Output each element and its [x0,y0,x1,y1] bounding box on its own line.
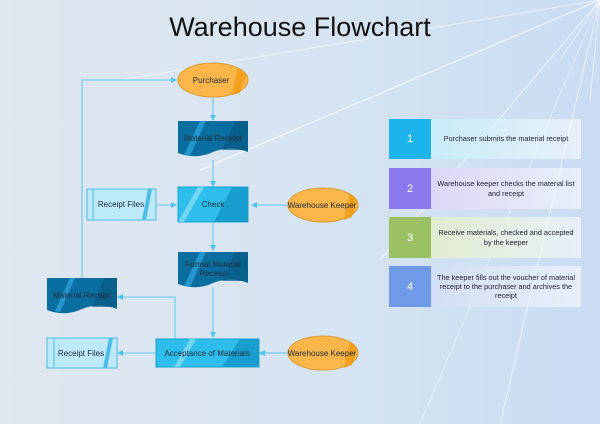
purchaser-label: Purchaser [193,76,230,85]
step-3: 3 Receive materials, checked and accepte… [389,217,581,258]
material-receipt-top-label: Material Receipt [184,134,243,143]
warehouse-keeper-top-label: Warehouse Keeper [288,201,357,210]
node-material-receipt-bottom[interactable]: Material Receipt [47,278,117,314]
connectors [81,77,288,356]
material-receipt-bottom-label: Material Receipt [53,291,112,300]
receipt-files-top-label: Receipt Files [98,200,144,209]
check-label: Check [202,200,226,209]
node-warehouse-keeper-bottom[interactable]: Warehouse Keeper [287,335,359,371]
node-acceptance-of-materials[interactable]: Acceptance of Materials [155,338,260,368]
warehouse-keeper-bottom-label: Warehouse Keeper [288,349,357,358]
step-3-text: Receive materials, checked and accepted … [431,217,581,258]
formal-material-receipt-label-2: Receipt [199,269,227,278]
node-purchaser[interactable]: Purchaser [177,62,249,98]
step-4: 4 The keeper fills out the voucher of ma… [389,266,581,307]
connector-loop-to-purchaser [81,77,177,280]
node-receipt-files-top[interactable]: Receipt Files [86,188,157,221]
node-warehouse-keeper-top[interactable]: Warehouse Keeper [287,187,359,223]
step-2: 2 Warehouse keeper checks the material l… [389,168,581,209]
step-1-number: 1 [389,119,431,159]
step-4-number: 4 [389,266,431,307]
acceptance-label: Acceptance of Materials [164,349,249,358]
step-2-text: Warehouse keeper checks the material lis… [431,168,581,209]
step-4-text: The keeper fills out the voucher of mate… [431,266,581,307]
formal-material-receipt-label-1: Formal Material [185,260,241,269]
step-1: 1 Purchaser submits the material receipt [389,119,581,159]
node-receipt-files-bottom[interactable]: Receipt Files [46,337,118,369]
receipt-files-bottom-label: Receipt Files [58,349,104,358]
node-material-receipt-top[interactable]: Material Receipt [178,121,248,157]
node-check[interactable]: Check [177,186,249,223]
page-title: Warehouse Flowchart [169,12,431,42]
step-3-number: 3 [389,217,431,258]
node-formal-material-receipt[interactable]: Formal Material Receipt [178,252,248,288]
connector-acceptance-to-material-receipt [117,294,176,340]
step-1-text: Purchaser submits the material receipt [431,119,581,159]
step-2-number: 2 [389,168,431,209]
